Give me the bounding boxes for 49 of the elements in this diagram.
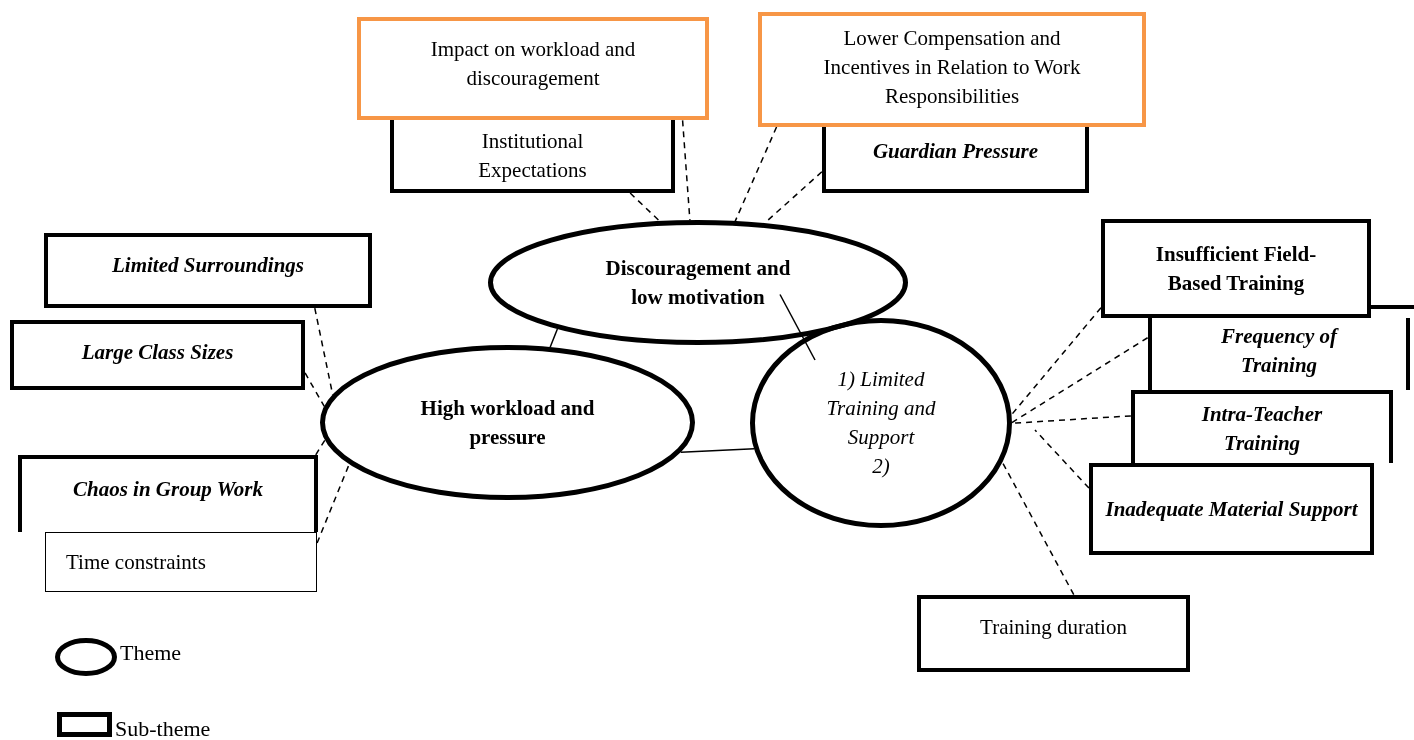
subtheme-box [10, 320, 305, 390]
node-text: Institutional Expectations [477, 128, 588, 184]
dashed-connector [681, 119, 691, 222]
node-text: Lower Compensation and Incentives in Relation to Work Responsibilities [822, 25, 1082, 110]
dashed-connector [316, 463, 351, 544]
dashed-connector [1010, 337, 1149, 424]
subtheme-box [18, 455, 318, 532]
dashed-connector [304, 372, 326, 408]
node-text: Inadequate Material Support [1105, 495, 1358, 523]
dashed-connector [1001, 461, 1075, 596]
subtheme-box [44, 233, 372, 308]
dashed-connector [629, 192, 661, 222]
node-text: 1) Limited Training and Support [825, 366, 937, 451]
subtheme-box [390, 120, 675, 193]
theme-ellipse [488, 220, 908, 345]
connector [779, 293, 816, 361]
node-text: Intra-Teacher Training [1200, 400, 1324, 457]
node-text: Limited Surroundings [112, 252, 304, 279]
dashed-connector [734, 126, 778, 223]
node-text: High workload and pressure [419, 394, 596, 451]
node-text: Time constraints [66, 548, 206, 576]
theme-ellipse [750, 318, 1012, 528]
node-text: Training duration [980, 614, 1127, 641]
dashed-connector [1034, 429, 1090, 489]
node-text: Frequency of Training [1219, 323, 1340, 379]
dashed-connector [315, 439, 326, 456]
connector [680, 447, 756, 453]
node-text: Guardian Pressure [872, 138, 1039, 165]
legend-text: Sub-theme [115, 716, 211, 740]
subtheme-box [1089, 463, 1374, 555]
subtheme-box [917, 595, 1190, 672]
theme-ellipse [320, 345, 695, 500]
subtheme-box [357, 17, 709, 120]
node-text: Discouragement and low motivation [604, 254, 792, 311]
subtheme-box [758, 12, 1146, 127]
dashed-connector [1010, 307, 1102, 416]
subtheme-box [1131, 390, 1393, 463]
connector [549, 328, 559, 348]
node-text: 2) [872, 453, 890, 480]
dashed-connector [314, 307, 334, 396]
subtheme-box [45, 532, 317, 592]
node-text: Chaos in Group Work [72, 476, 263, 503]
subtheme-box [822, 127, 1089, 193]
node-text: Large Class Sizes [81, 339, 234, 366]
node-text: Impact on workload and discouragement [429, 36, 637, 92]
legend-text: Theme [120, 640, 182, 666]
subtheme-box [1148, 318, 1410, 390]
subtheme-box [1101, 219, 1371, 318]
node-text: Insufficient Field-Based Training [1154, 240, 1318, 297]
